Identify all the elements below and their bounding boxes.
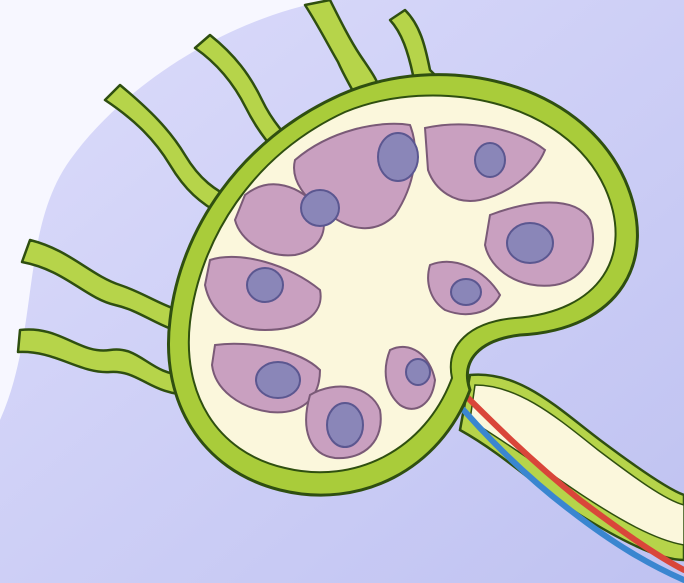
germinal-center-4 bbox=[451, 279, 481, 305]
germinal-center-1 bbox=[378, 133, 418, 181]
germinal-center-5 bbox=[301, 190, 339, 226]
germinal-center-7 bbox=[256, 362, 300, 398]
germinal-center-8 bbox=[327, 403, 363, 447]
germinal-center-6 bbox=[247, 268, 283, 302]
germinal-center-2 bbox=[475, 143, 505, 177]
germinal-center-3 bbox=[507, 223, 553, 263]
germinal-center-9 bbox=[406, 359, 430, 385]
